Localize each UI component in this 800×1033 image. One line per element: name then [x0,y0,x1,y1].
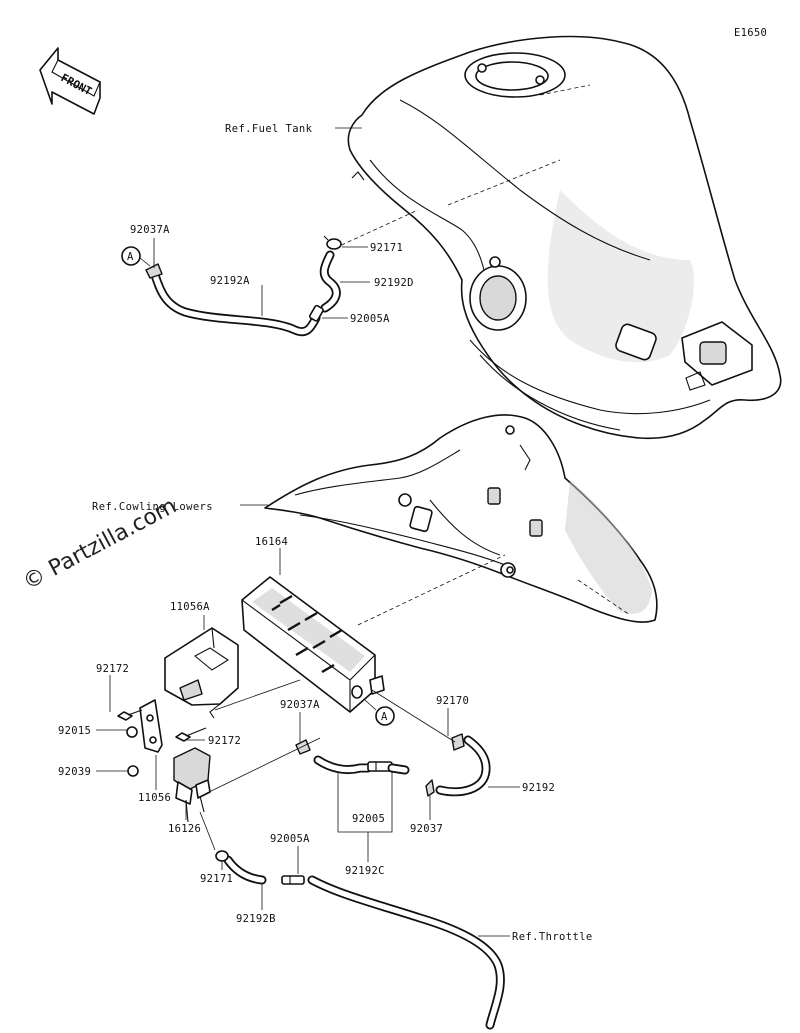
hose-92192 [435,735,491,797]
label-92037A-top: 92037A [130,224,170,236]
label-92005A-top: 92005A [350,313,390,325]
bolt-92172-left [117,709,143,721]
label-92192B: 92192B [236,913,276,925]
hose-throttle [307,875,505,1030]
label-92172-mid: 92172 [208,735,241,747]
bolt-92172-right [175,727,207,742]
label-92192A: 92192A [210,275,250,287]
cowling-lower-illustration [264,414,658,623]
hose-92192C [313,755,373,775]
label-16164: 16164 [255,536,288,548]
label-92037: 92037 [410,823,443,835]
hose-92192D [319,250,341,313]
front-arrow-icon: FRONT [39,47,101,115]
fitting-92005A-bottom [281,875,305,885]
clamp-92037A-mid [295,739,311,755]
callout-a-mid-label: A [381,711,388,723]
clamp-92171-top [323,235,342,250]
label-92192: 92192 [522,782,555,794]
ref-cowling-lowers: Ref.Cowling Lowers [92,501,213,513]
label-92171-top: 92171 [370,242,403,254]
clamp-92171-bottom [215,850,229,862]
label-92192C: 92192C [345,865,385,877]
clamp-92170 [451,733,465,751]
valve-16126 [173,747,211,823]
ref-fuel-tank: Ref.Fuel Tank [225,123,313,135]
nut-92015 [126,726,138,738]
canister-16164 [241,554,506,713]
label-92037A-mid: 92037A [280,699,320,711]
callout-a-top: A [121,246,151,267]
label-92170: 92170 [436,695,469,707]
label-92192D: 92192D [374,277,414,289]
label-92005: 92005 [352,813,385,825]
ref-throttle: Ref.Throttle [512,931,593,943]
bracket-11056A [164,627,239,719]
label-92171-bot: 92171 [200,873,233,885]
label-92039: 92039 [58,766,91,778]
leader-lines [96,127,520,937]
label-16126: 16126 [168,823,201,835]
clamp-92037 [425,779,435,797]
label-92005A-bot: 92005A [270,833,310,845]
fitting-92005A-top [308,304,324,322]
label-11056: 11056 [138,792,171,804]
nut-92039 [127,765,139,777]
label-92172-top: 92172 [96,663,129,675]
bracket-11056 [139,699,163,753]
hose-92192B [223,855,267,885]
label-92015: 92015 [58,725,91,737]
callout-a-top-label: A [127,251,134,263]
fuel-tank-illustration [334,35,782,440]
diagram-code: E1650 [734,27,767,39]
hose-92192A [150,270,321,337]
label-11056A: 11056A [170,601,210,613]
callout-a-mid: A [364,699,395,726]
